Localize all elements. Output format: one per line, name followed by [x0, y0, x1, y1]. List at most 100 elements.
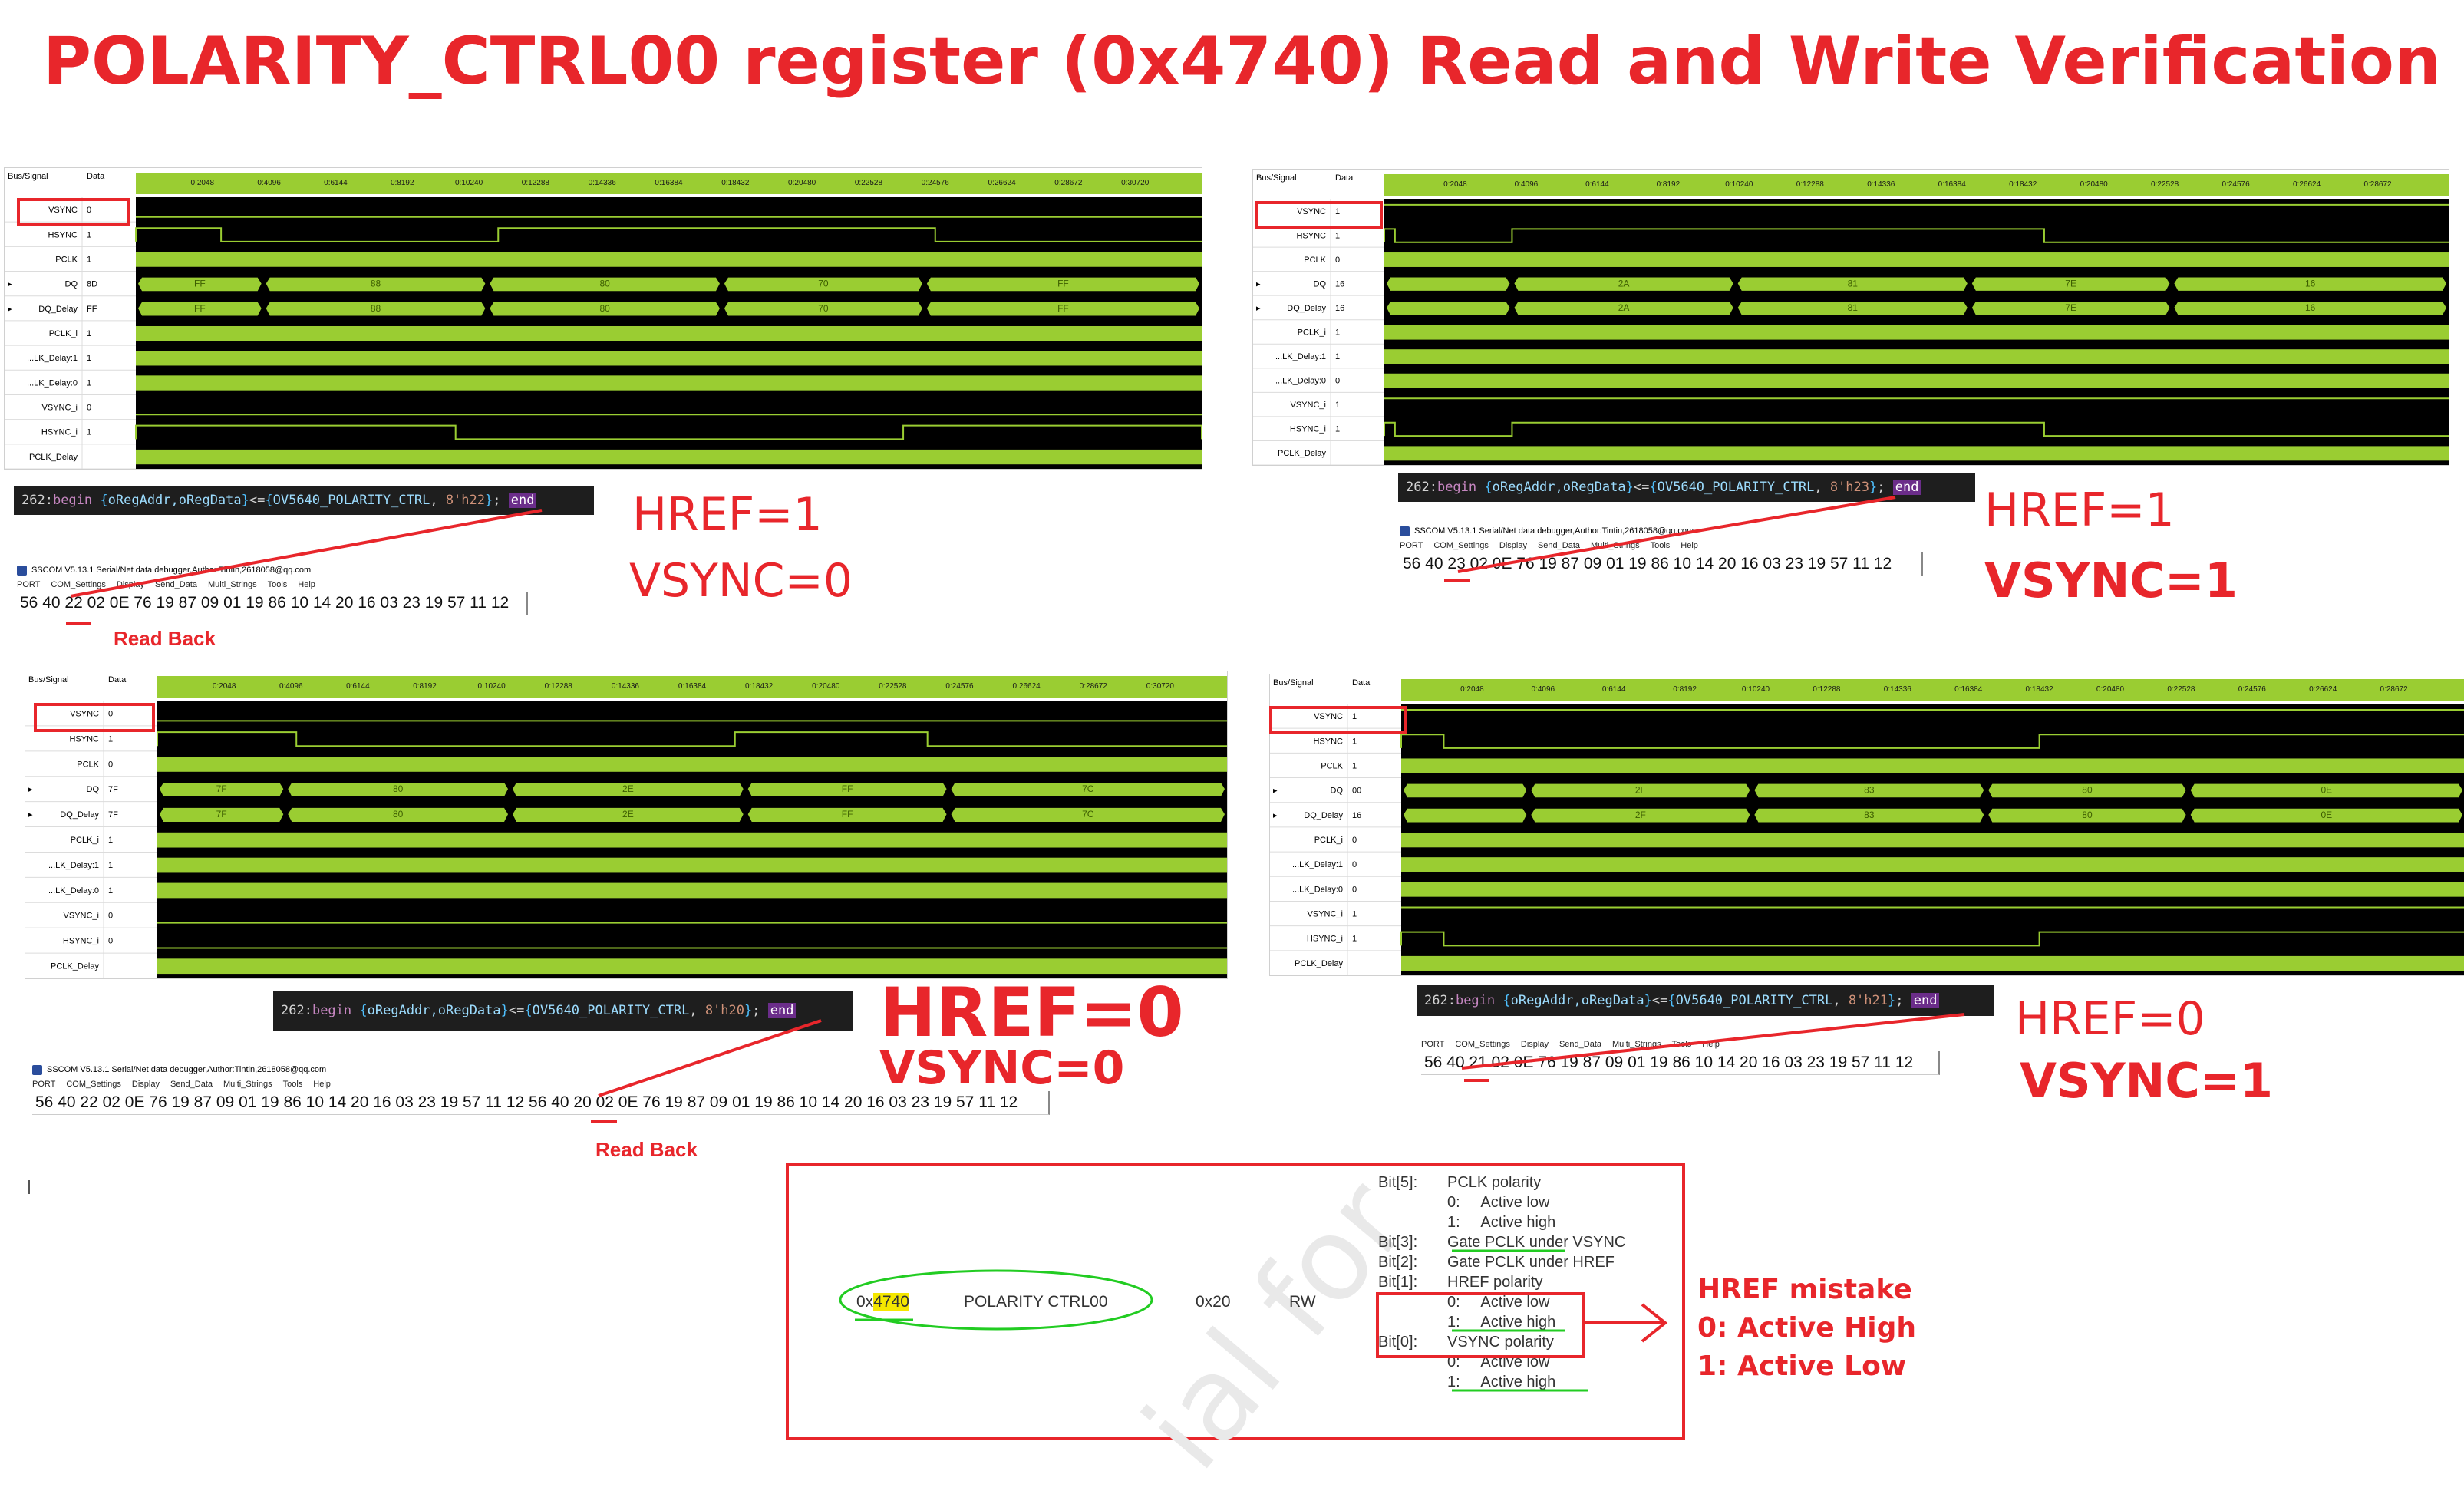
clock-trace: [1401, 882, 2464, 897]
serial-received-data[interactable]: 56 40 22 02 0E 76 19 87 09 01 19 86 10 1…: [17, 592, 528, 615]
signal-name: HSYNC_i: [63, 937, 99, 946]
serial-menu-item[interactable]: Display: [1499, 541, 1527, 550]
serial-menu-item[interactable]: PORT: [17, 580, 41, 589]
serial-received-data[interactable]: 56 40 23 02 0E 76 19 87 09 01 19 86 10 1…: [1400, 552, 1923, 576]
serial-menu-item[interactable]: Multi_Strings: [208, 580, 257, 589]
bus-segment: [513, 807, 744, 822]
bus-segment: [2190, 783, 2462, 798]
bus-value-label: FF: [1057, 279, 1069, 289]
pulse-trace: [1384, 228, 2449, 243]
bit-description: 0: Active low: [1447, 1294, 1550, 1311]
bus-segment: [747, 782, 947, 797]
signal-value: 1: [108, 734, 113, 744]
serial-menu-item[interactable]: PORT: [1400, 541, 1423, 550]
clock-trace: [157, 857, 1227, 873]
signal-value: FF: [87, 305, 97, 314]
code-keyword: begin: [312, 1003, 352, 1018]
serial-menu-item[interactable]: COM_Settings: [66, 1080, 121, 1089]
serial-menu-item[interactable]: Tools: [1650, 541, 1671, 550]
serial-menu-item[interactable]: PORT: [1421, 1040, 1445, 1049]
bus-value-label: 2F: [1635, 785, 1646, 796]
time-tick-label: 0:10240: [1725, 180, 1753, 189]
bus-value-label: 16: [2305, 302, 2316, 313]
serial-received-data[interactable]: 56 40 22 02 0E 76 19 87 09 01 19 86 10 1…: [32, 1091, 1050, 1115]
serial-menu-item[interactable]: Send_Data: [170, 1080, 213, 1089]
time-tick-label: 0:22528: [2151, 180, 2179, 189]
serial-menu-item[interactable]: Help: [298, 580, 315, 589]
bus-value-label: 7F: [216, 809, 227, 820]
serial-menu-item[interactable]: Display: [116, 580, 144, 589]
clock-trace: [157, 832, 1227, 848]
time-tick-label: 0:18432: [2026, 685, 2054, 694]
code-line-4: 262:begin {oRegAddr,oRegData}<={OV5640_P…: [1417, 985, 1994, 1016]
serial-menu-item[interactable]: Help: [313, 1080, 331, 1089]
code-value: 8'h22: [445, 493, 485, 508]
read-back-label-1: Read Back: [114, 627, 216, 650]
sscom-app-icon: [32, 1064, 42, 1075]
signal-value: 1: [87, 230, 91, 239]
serial-menu-item[interactable]: COM_Settings: [1455, 1040, 1510, 1049]
serial-menu-item[interactable]: Multi_Strings: [1612, 1040, 1661, 1049]
serial-menu-item[interactable]: COM_Settings: [1433, 541, 1489, 550]
serial-menu-item[interactable]: PORT: [32, 1080, 56, 1089]
serial-menu-item[interactable]: Tools: [1671, 1040, 1692, 1049]
expand-arrow-icon: ▸: [8, 280, 12, 289]
signal-name: DQ_Delay: [60, 810, 99, 820]
time-tick-label: 0:12288: [1796, 180, 1825, 189]
signal-column-header: Bus/Signal: [8, 172, 48, 181]
signal-name: DQ_Delay: [1287, 304, 1326, 313]
time-tick-label: 0:22528: [879, 682, 907, 691]
signal-name: DQ: [87, 785, 100, 794]
bus-segment: [724, 277, 922, 292]
signal-name: PCLK_i: [1314, 836, 1343, 845]
serial-menu-item[interactable]: Display: [1520, 1040, 1549, 1049]
serial-menu-item[interactable]: Help: [1681, 541, 1698, 550]
bus-segment: [1737, 277, 1968, 291]
serial-menu-item[interactable]: Tools: [267, 580, 288, 589]
serial-window-1: SSCOM V5.13.1 Serial/Net data debugger,A…: [17, 562, 591, 615]
signal-name: ...LK_Delay:1: [1275, 352, 1326, 361]
bit-description: 1: Active high: [1447, 1214, 1556, 1231]
bus-value-label: 81: [1848, 278, 1859, 289]
time-tick-label: 0:26624: [988, 179, 1016, 187]
bus-value-label: 2A: [1618, 302, 1630, 313]
href-label-1: HREF=1: [632, 488, 823, 542]
bit-description: Gate PCLK under VSYNC: [1447, 1234, 1626, 1251]
serial-menu-item[interactable]: COM_Settings: [51, 580, 106, 589]
clock-trace: [1384, 349, 2449, 364]
bus-segment: [160, 782, 284, 797]
signal-name: ...LK_Delay:0: [1292, 885, 1343, 894]
time-tick-label: 0:24576: [2238, 685, 2267, 694]
time-tick-label: 0:20480: [812, 682, 840, 691]
serial-menu-item[interactable]: Send_Data: [1537, 541, 1581, 550]
time-tick-label: 0:28672: [1054, 179, 1083, 187]
bit-description: 1: Active high: [1447, 1314, 1556, 1331]
time-tick-label: 0:16384: [655, 179, 683, 187]
signal-name: HSYNC_i: [1290, 425, 1326, 434]
clock-trace: [136, 252, 1202, 267]
signal-name: ...LK_Delay:0: [27, 378, 78, 388]
bus-value-label: 16: [2305, 278, 2316, 289]
signal-value: 0: [108, 937, 113, 946]
serial-menu-item[interactable]: Multi_Strings: [1591, 541, 1640, 550]
serial-menu-item[interactable]: Tools: [282, 1080, 303, 1089]
serial-menu-item[interactable]: Multi_Strings: [223, 1080, 272, 1089]
bus-segment: [926, 302, 1199, 316]
serial-menu-item[interactable]: Send_Data: [154, 580, 198, 589]
serial-menu-item[interactable]: Send_Data: [1559, 1040, 1602, 1049]
code-end: end: [1892, 480, 1921, 495]
line-number: 262:: [1406, 480, 1437, 495]
time-tick-label: 0:24576: [922, 179, 950, 187]
clock-trace: [1401, 857, 2464, 872]
serial-menu-item[interactable]: Display: [131, 1080, 160, 1089]
bus-segment: [1531, 808, 1750, 823]
bit-description: VSYNC polarity: [1447, 1334, 1554, 1351]
signal-name: ...LK_Delay:1: [48, 861, 99, 870]
serial-menu-item[interactable]: Help: [1702, 1040, 1720, 1049]
serial-received-data[interactable]: 56 40 21 02 0E 76 19 87 09 01 19 86 10 1…: [1421, 1051, 1940, 1075]
signal-name: VSYNC: [48, 206, 78, 215]
signal-name: ...LK_Delay:1: [27, 354, 78, 363]
signal-value: 1: [1352, 712, 1357, 721]
